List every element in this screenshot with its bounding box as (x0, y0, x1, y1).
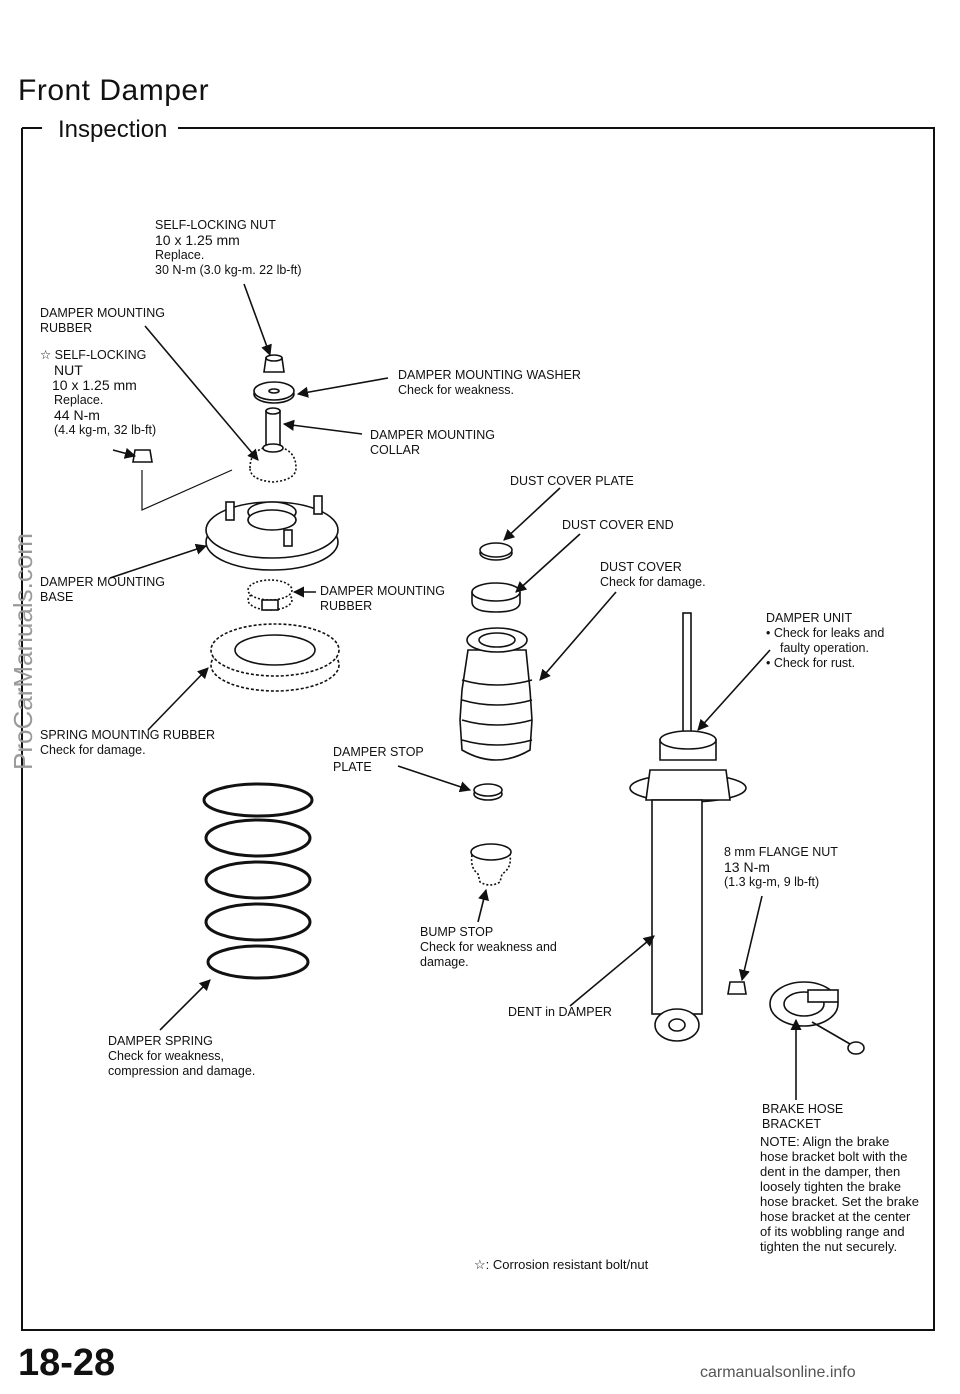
dust-cover-end-part (471, 582, 521, 613)
damper-spring-part (202, 782, 314, 980)
spring-mounting-rubber-part (210, 623, 340, 692)
footer-site: carmanualsonline.info (700, 1364, 856, 1381)
dust-cover-part (459, 627, 533, 761)
leader-spring-rubber (147, 667, 209, 731)
label-damper-spring: DAMPER SPRING Check for weakness, compre… (108, 1034, 256, 1078)
label-damper-mounting-base: DAMPER MOUNTING BASE (40, 575, 165, 604)
leader-spring (159, 979, 211, 1031)
leader-dent (569, 935, 655, 1007)
damper-mounting-rubber-upper-part (249, 443, 297, 483)
leader-dust-cover (539, 591, 617, 681)
section-subtitle: Inspection (50, 116, 176, 144)
flange-nut-part (727, 981, 747, 995)
damper-mounting-washer-part (253, 381, 295, 404)
label-damper-mounting-washer: DAMPER MOUNTING WASHER Check for weaknes… (398, 368, 581, 397)
damper-stop-plate-part (473, 783, 503, 801)
watermark-text: ProCarManuals.com (8, 533, 38, 770)
legend-corrosion-resistant: ☆: Corrosion resistant bolt/nut (474, 1257, 649, 1272)
self-locking-nut-left-part (132, 449, 153, 463)
damper-mounting-base-part (205, 495, 339, 571)
label-brake-hose-bracket: BRAKE HOSE BRACKET (762, 1102, 844, 1131)
leader-mounting-base (109, 543, 208, 579)
label-damper-stop-plate: DAMPER STOP PLATE (333, 745, 424, 774)
label-self-locking-nut-left: ☆ SELF-LOCKING NUT 10 x 1.25 mm Replace.… (40, 348, 157, 437)
label-damper-mounting-rubber-mid: DAMPER MOUNTING RUBBER (320, 584, 445, 613)
leader-flange-nut (738, 895, 763, 982)
label-damper-mounting-collar: DAMPER MOUNTING COLLAR (370, 428, 495, 457)
note-text: NOTE: Align the brake hose bracket bolt … (760, 1134, 919, 1254)
leader-collar (282, 419, 363, 435)
leader-left-nut (112, 447, 137, 459)
leader-dust-plate (503, 487, 561, 541)
leader-dust-end (515, 533, 581, 593)
label-damper-mounting-rubber-top: DAMPER MOUNTING RUBBER (40, 306, 165, 335)
brake-hose-bracket-part (769, 981, 865, 1055)
leader-self-locking-nut (243, 283, 272, 357)
label-self-locking-nut-top: SELF-LOCKING NUT 10 x 1.25 mm Replace. 3… (155, 218, 302, 277)
dust-cover-plate-part (479, 542, 513, 561)
leader-mounting-rubber-top (144, 325, 259, 461)
self-locking-nut-part (263, 354, 285, 373)
label-damper-unit: DAMPER UNIT • Check for leaks and faulty… (766, 611, 885, 670)
label-dent-in-damper: DENT in DAMPER (508, 1005, 612, 1019)
label-dust-cover-end: DUST COVER END (562, 518, 674, 532)
damper-mounting-collar-part (265, 407, 281, 446)
leader-washer (296, 377, 389, 398)
bump-stop-part (470, 843, 512, 886)
frame-border (21, 127, 935, 1331)
label-spring-mounting-rubber: SPRING MOUNTING RUBBER Check for damage. (40, 728, 216, 757)
leader-bump-stop (477, 888, 489, 923)
damper-unit-part (629, 612, 747, 1042)
page-number: 18-28 (18, 1342, 116, 1384)
label-flange-nut: 8 mm FLANGE NUT 13 N-m (1.3 kg-m, 9 lb-f… (724, 845, 838, 889)
label-dust-cover-plate: DUST COVER PLATE (510, 474, 634, 488)
label-dust-cover: DUST COVER Check for damage. (600, 560, 706, 589)
leader-damper-unit (697, 649, 771, 731)
label-bump-stop: BUMP STOP Check for weakness and damage. (420, 925, 557, 969)
leader-stop-plate (397, 765, 472, 793)
damper-mounting-rubber-mid-part (247, 579, 293, 611)
page-title: Front Damper (18, 74, 210, 107)
